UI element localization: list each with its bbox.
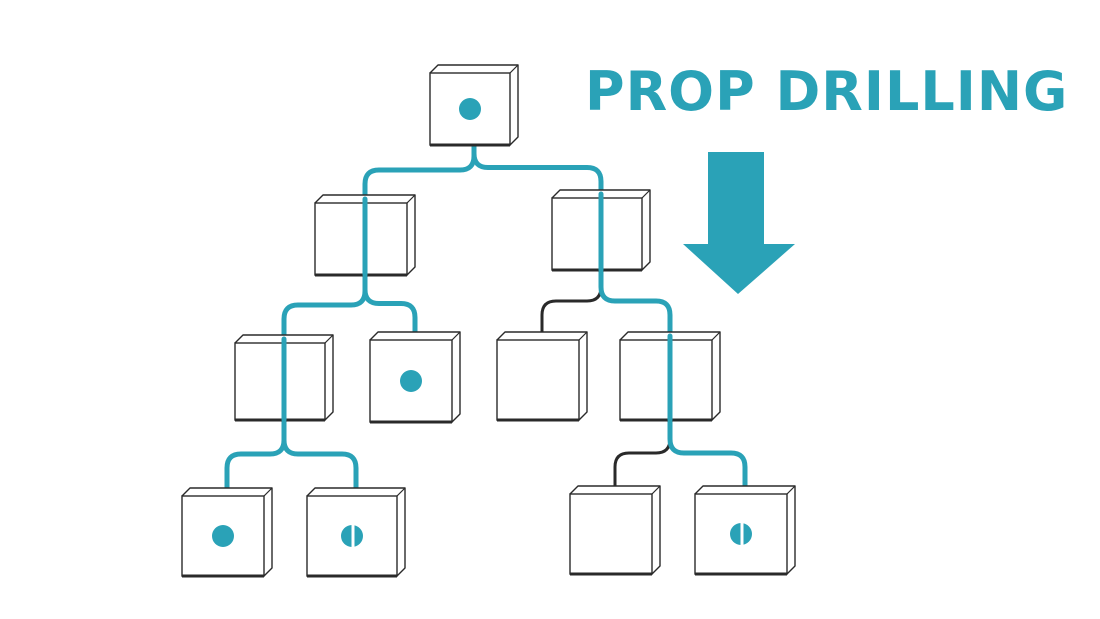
cube-face-l2-c [496,339,580,421]
edge-l1-left-to-l2-a [281,272,368,342]
diagram-title: PROP DRILLING [585,60,1069,123]
edge-l2-a-to-l3-b [281,417,359,495]
node-l2-d [619,331,721,423]
node-l2-a [234,334,334,423]
cube-face-l1-left [314,202,408,276]
nodes-group [181,64,796,578]
edge-l2-d-to-l3-c [613,418,672,492]
cube-face-l2-d [619,339,713,421]
cube-face-l3-c [569,493,653,575]
edge-l1-right-to-l2-d [598,267,673,339]
prop-dot-root [459,98,481,120]
cube-face-l2-a [234,342,326,421]
edge-l2-a-to-l3-a [224,417,287,495]
node-l1-left [314,194,416,278]
cube-edge-l2-d [711,331,721,341]
node-root [429,64,519,147]
prop-dot-l3-a [212,525,234,547]
down-arrow-icon [683,152,795,294]
node-l3-b [306,487,406,578]
cube-edge-root [509,64,519,74]
cube-edge-l3-a [263,487,273,497]
edge-l1-left-to-l2-b [362,272,418,339]
cube-edge-l1-right [641,189,651,199]
cube-edge-l2-c [578,331,588,341]
node-l1-right [551,189,651,273]
cube-edge-l3-b [396,487,406,497]
cube-edge-l3-c [651,485,661,495]
cube-edge-l1-left [406,194,416,204]
node-l2-b [369,331,461,424]
node-l3-d [694,485,796,576]
node-l3-a [181,487,273,578]
cube-edge-l2-a [324,334,334,344]
prop-dot-l2-b [400,370,422,392]
cube-edge-l2-b [451,331,461,341]
edge-l2-d-to-l3-d [667,417,748,493]
node-l2-c [496,331,588,422]
edge-root-to-l1-left [362,142,477,202]
edge-root-to-l1-right [471,142,604,197]
edges-group [224,142,748,495]
cube-face-l1-right [551,197,643,271]
edge-l1-right-to-l2-c [540,268,603,338]
node-l3-c [569,485,661,576]
cube-edge-l3-d [786,485,796,495]
